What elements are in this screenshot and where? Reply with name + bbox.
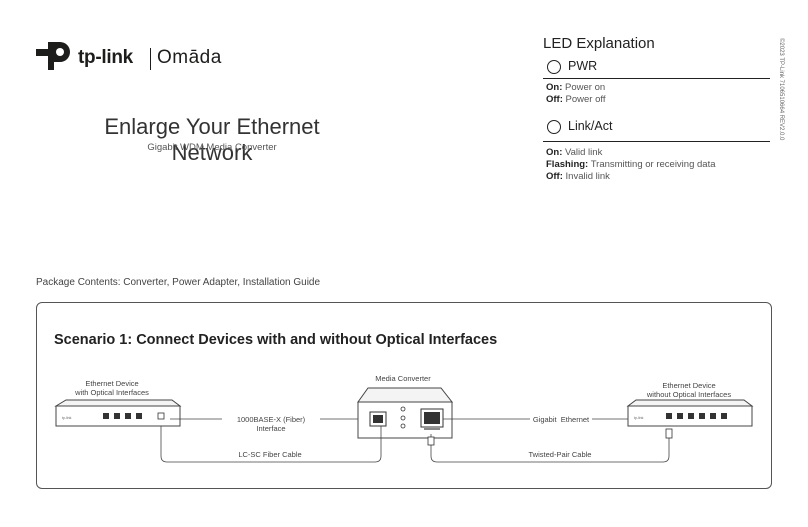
led-pwr-name: PWR: [568, 59, 598, 73]
brand-name: tp-link: [78, 47, 133, 68]
led-link-state-on: On: Valid link: [546, 147, 603, 158]
led-link-state-off: Off: Invalid link: [546, 171, 610, 182]
fiber-cable-label: LC-SC Fiber Cable: [238, 450, 302, 459]
led-divider: [543, 78, 770, 79]
page-title: Enlarge Your Ethernet Network: [104, 114, 320, 165]
scenario-title: Scenario 1: Connect Devices with and wit…: [54, 332, 498, 348]
logo-divider: [150, 48, 151, 70]
scenario-box: [36, 302, 772, 489]
led-divider: [543, 141, 770, 142]
led-pwr-state-on: On: Power on: [546, 82, 606, 93]
page-subtitle: Gigabit WDM Media Converter: [147, 142, 277, 153]
pwr-led-circle-icon: [547, 60, 561, 74]
lc-sc-fiber-cable: [160, 426, 382, 463]
sub-brand-name: Omāda: [157, 47, 222, 68]
media-converter-device: [357, 387, 454, 439]
tp-link-logo-icon: [36, 42, 70, 70]
left-ethernet-device: tp-link: [54, 399, 182, 427]
svg-text:tp-link: tp-link: [62, 416, 72, 420]
led-link-state-flashing: Flashing: Transmitting or receiving data: [546, 159, 716, 170]
media-converter-caption: Media Converter: [375, 374, 431, 383]
led-pwr-state-off: Off: Power off: [546, 94, 606, 105]
fiber-interface-label: 1000BASE-X (Fiber) Interface: [222, 415, 320, 433]
package-contents: Package Contents: Converter, Power Adapt…: [36, 277, 321, 288]
twisted-pair-cable-label: Twisted-Pair Cable: [528, 450, 592, 459]
led-explanation-heading: LED Explanation: [543, 35, 655, 52]
svg-text:tp-link: tp-link: [634, 416, 644, 420]
right-ethernet-device: tp-link: [626, 399, 754, 427]
twisted-pair-cable: [430, 432, 670, 463]
gigabit-ethernet-label: Gigabit Ethernet: [530, 415, 592, 424]
link-act-led-circle-icon: [547, 120, 561, 134]
led-link-act-name: Link/Act: [568, 119, 613, 133]
tp-link-omada-logo: tp-link Omāda: [36, 38, 236, 78]
